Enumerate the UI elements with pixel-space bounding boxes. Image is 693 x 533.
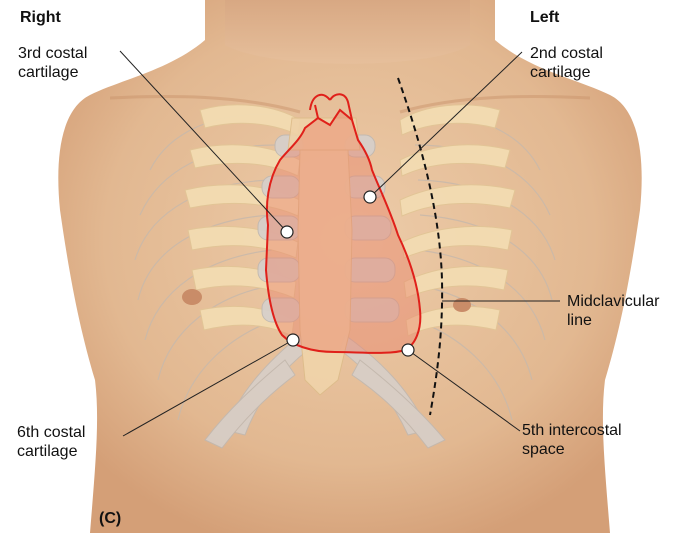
fifth-intercostal-space-label: 5th intercostal space <box>522 421 622 459</box>
nipple-right <box>182 289 202 305</box>
marker-third-costal <box>281 226 293 238</box>
neck-skin <box>225 0 470 64</box>
marker-sixth-costal <box>287 334 299 346</box>
nipple-left <box>453 298 471 312</box>
midclavicular-line-label: Midclavicular line <box>567 292 659 330</box>
third-costal-cartilage-label: 3rd costal cartilage <box>18 44 87 82</box>
second-costal-cartilage-label: 2nd costal cartilage <box>530 44 603 82</box>
panel-letter: (C) <box>99 509 121 528</box>
sixth-costal-cartilage-label: 6th costal cartilage <box>17 423 85 461</box>
orientation-right-label: Right <box>20 8 61 27</box>
orientation-left-label: Left <box>530 8 559 27</box>
marker-second-costal <box>364 191 376 203</box>
marker-fifth-intercostal <box>402 344 414 356</box>
